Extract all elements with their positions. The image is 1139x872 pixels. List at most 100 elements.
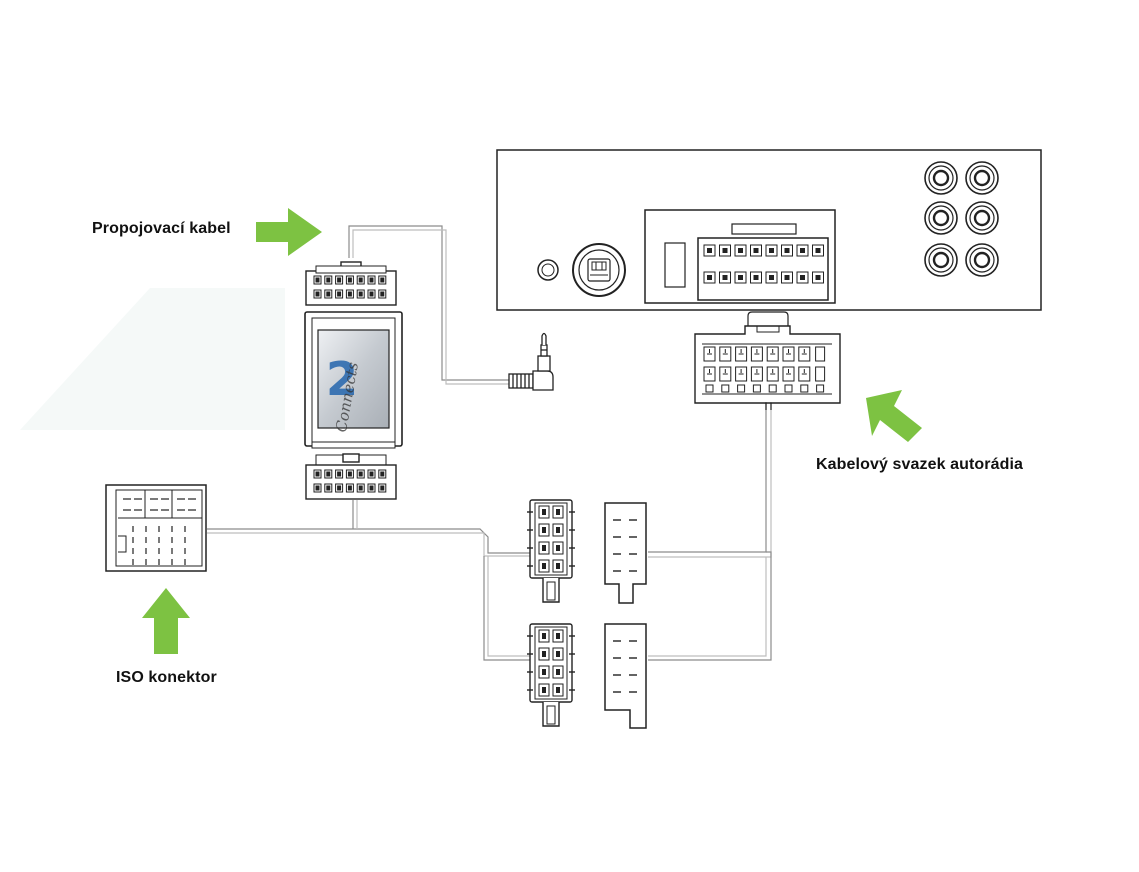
male-connector-pin-core	[542, 527, 546, 533]
rca-jack	[924, 161, 958, 195]
radio-connector-bay	[644, 209, 836, 304]
radio-pin	[796, 244, 809, 257]
harness-pin	[719, 346, 732, 362]
module-pin-dot	[315, 277, 320, 283]
radio-pin-dot	[800, 275, 805, 280]
label-iso-connector: ISO konektor	[116, 669, 217, 686]
male-connector-upper	[527, 499, 575, 603]
male-connector-pin-core	[542, 651, 546, 657]
module-pin-dot	[337, 485, 342, 491]
harness-bottom-pin	[752, 384, 761, 393]
radio-pin	[812, 271, 824, 284]
module-pin-dot	[326, 291, 331, 297]
module-pin-dot	[337, 471, 342, 477]
male-connector-pin-core	[542, 633, 546, 639]
harness-pin	[719, 366, 732, 382]
module-pin-dot	[380, 291, 385, 297]
module-plug-pins	[313, 275, 387, 493]
module-pin-dot	[358, 291, 363, 297]
label-interconnect-cable: Propojovací kabel	[92, 220, 231, 237]
radio-pin	[719, 271, 731, 284]
rca-jack-ring	[928, 165, 954, 191]
rca-jack-ring	[928, 247, 954, 273]
rca-jack	[965, 201, 999, 235]
module-body	[304, 311, 403, 449]
rca-jack-ring	[969, 165, 995, 191]
harness-pin	[703, 346, 716, 362]
harness-pin	[750, 346, 763, 362]
radio-pin	[734, 271, 747, 284]
radio-pin-dot	[738, 248, 743, 253]
male-connector-tail-slot	[546, 581, 556, 601]
male-connector-pin-core	[542, 669, 546, 675]
background-shade	[20, 288, 285, 430]
cable-iso-trunk	[207, 528, 530, 554]
rca-jack-core	[973, 251, 991, 269]
rca-jack-core	[973, 169, 991, 187]
male-connector-pin-core	[556, 545, 560, 551]
harness-pin	[703, 366, 716, 382]
radio-pin-dot	[707, 248, 712, 253]
rca-jack-core	[932, 169, 950, 187]
rca-jack	[965, 243, 999, 277]
harness-bottom-pin	[816, 384, 825, 393]
rca-jack-ring	[969, 205, 995, 231]
cable-to-jack	[348, 225, 510, 381]
module-pin-dot	[315, 471, 320, 477]
male-connector-pin-core	[556, 687, 560, 693]
radio-pin	[796, 271, 809, 284]
module-pin-dot	[326, 485, 331, 491]
radio-pin-dot	[784, 275, 790, 280]
radio-pin-dot	[769, 275, 774, 280]
male-connector-tail-slot	[546, 705, 556, 725]
male-connector-inner	[534, 626, 568, 700]
radio-pin-dot	[815, 275, 821, 280]
harness-pin	[766, 366, 779, 382]
arrow-iso	[142, 588, 190, 654]
radio-harness-connector	[694, 311, 841, 410]
harness-pin	[782, 346, 795, 362]
module-pin-dot	[369, 277, 374, 283]
module-pin-dot	[369, 485, 374, 491]
module-pin-dot	[326, 277, 331, 283]
iso-connector-pins	[123, 498, 196, 565]
module-pin-dot	[315, 291, 320, 297]
radio-pin-dot	[800, 248, 805, 253]
male-connector-body	[529, 623, 573, 703]
module-pin-dot	[380, 485, 385, 491]
male-connector-pin-core	[542, 509, 546, 515]
module-pin-dot	[337, 277, 342, 283]
rca-jack-core	[932, 209, 950, 227]
rca-jack-core	[973, 209, 991, 227]
radio-pin-dot	[753, 275, 759, 280]
module-pin-dot	[369, 291, 374, 297]
arrow-radio-harness	[866, 390, 922, 442]
rca-jack-ring	[969, 247, 995, 273]
harness-bottom-pin	[784, 384, 793, 393]
radio-pin-dot	[738, 275, 743, 280]
rca-jack	[924, 243, 958, 277]
male-connector-pin-core	[542, 545, 546, 551]
male-connector-pin-core	[556, 669, 560, 675]
radio-pin-dot	[722, 275, 728, 280]
cable-harness-upper	[648, 402, 767, 553]
radio-connector-pins	[703, 244, 824, 284]
radio-pin	[750, 244, 762, 257]
radio-pin	[812, 244, 824, 257]
harness-pin	[782, 366, 795, 382]
cables	[207, 225, 772, 661]
male-connector-body	[529, 499, 573, 579]
module-pin-dot	[358, 471, 363, 477]
radio-pin	[719, 244, 731, 257]
radio-pin	[734, 244, 747, 257]
harness-pin	[798, 366, 811, 382]
radio-pin-dot	[815, 248, 821, 253]
radio-aux-port	[537, 259, 559, 281]
male-connector-pin-core	[556, 527, 560, 533]
radio-antenna-socket	[572, 243, 626, 297]
radio-pin-dot	[753, 248, 759, 253]
radio-pin	[703, 271, 716, 284]
male-connector-pin-core	[542, 563, 546, 569]
harness-bottom-pin	[800, 384, 809, 393]
